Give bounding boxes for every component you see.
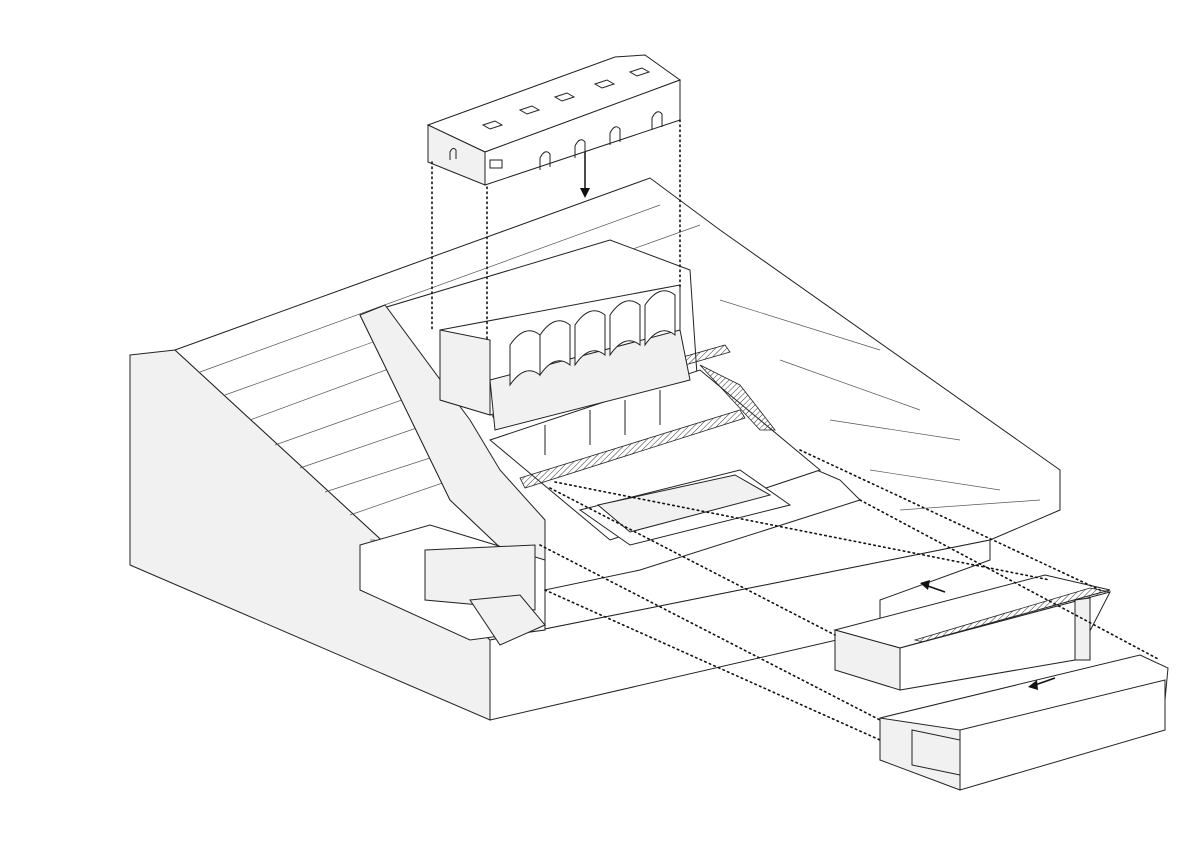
arrow-icon: [920, 580, 946, 593]
arcade-facade: [439, 284, 691, 455]
exploded-module-lower: [879, 654, 1169, 791]
skylights: [449, 67, 663, 170]
arrow-icon: [1028, 677, 1056, 690]
roof-building-module: [426, 54, 682, 198]
projection-lines: [431, 119, 1161, 741]
down-arrow-icon: [580, 152, 590, 198]
exploded-module-upper: [833, 574, 1111, 691]
